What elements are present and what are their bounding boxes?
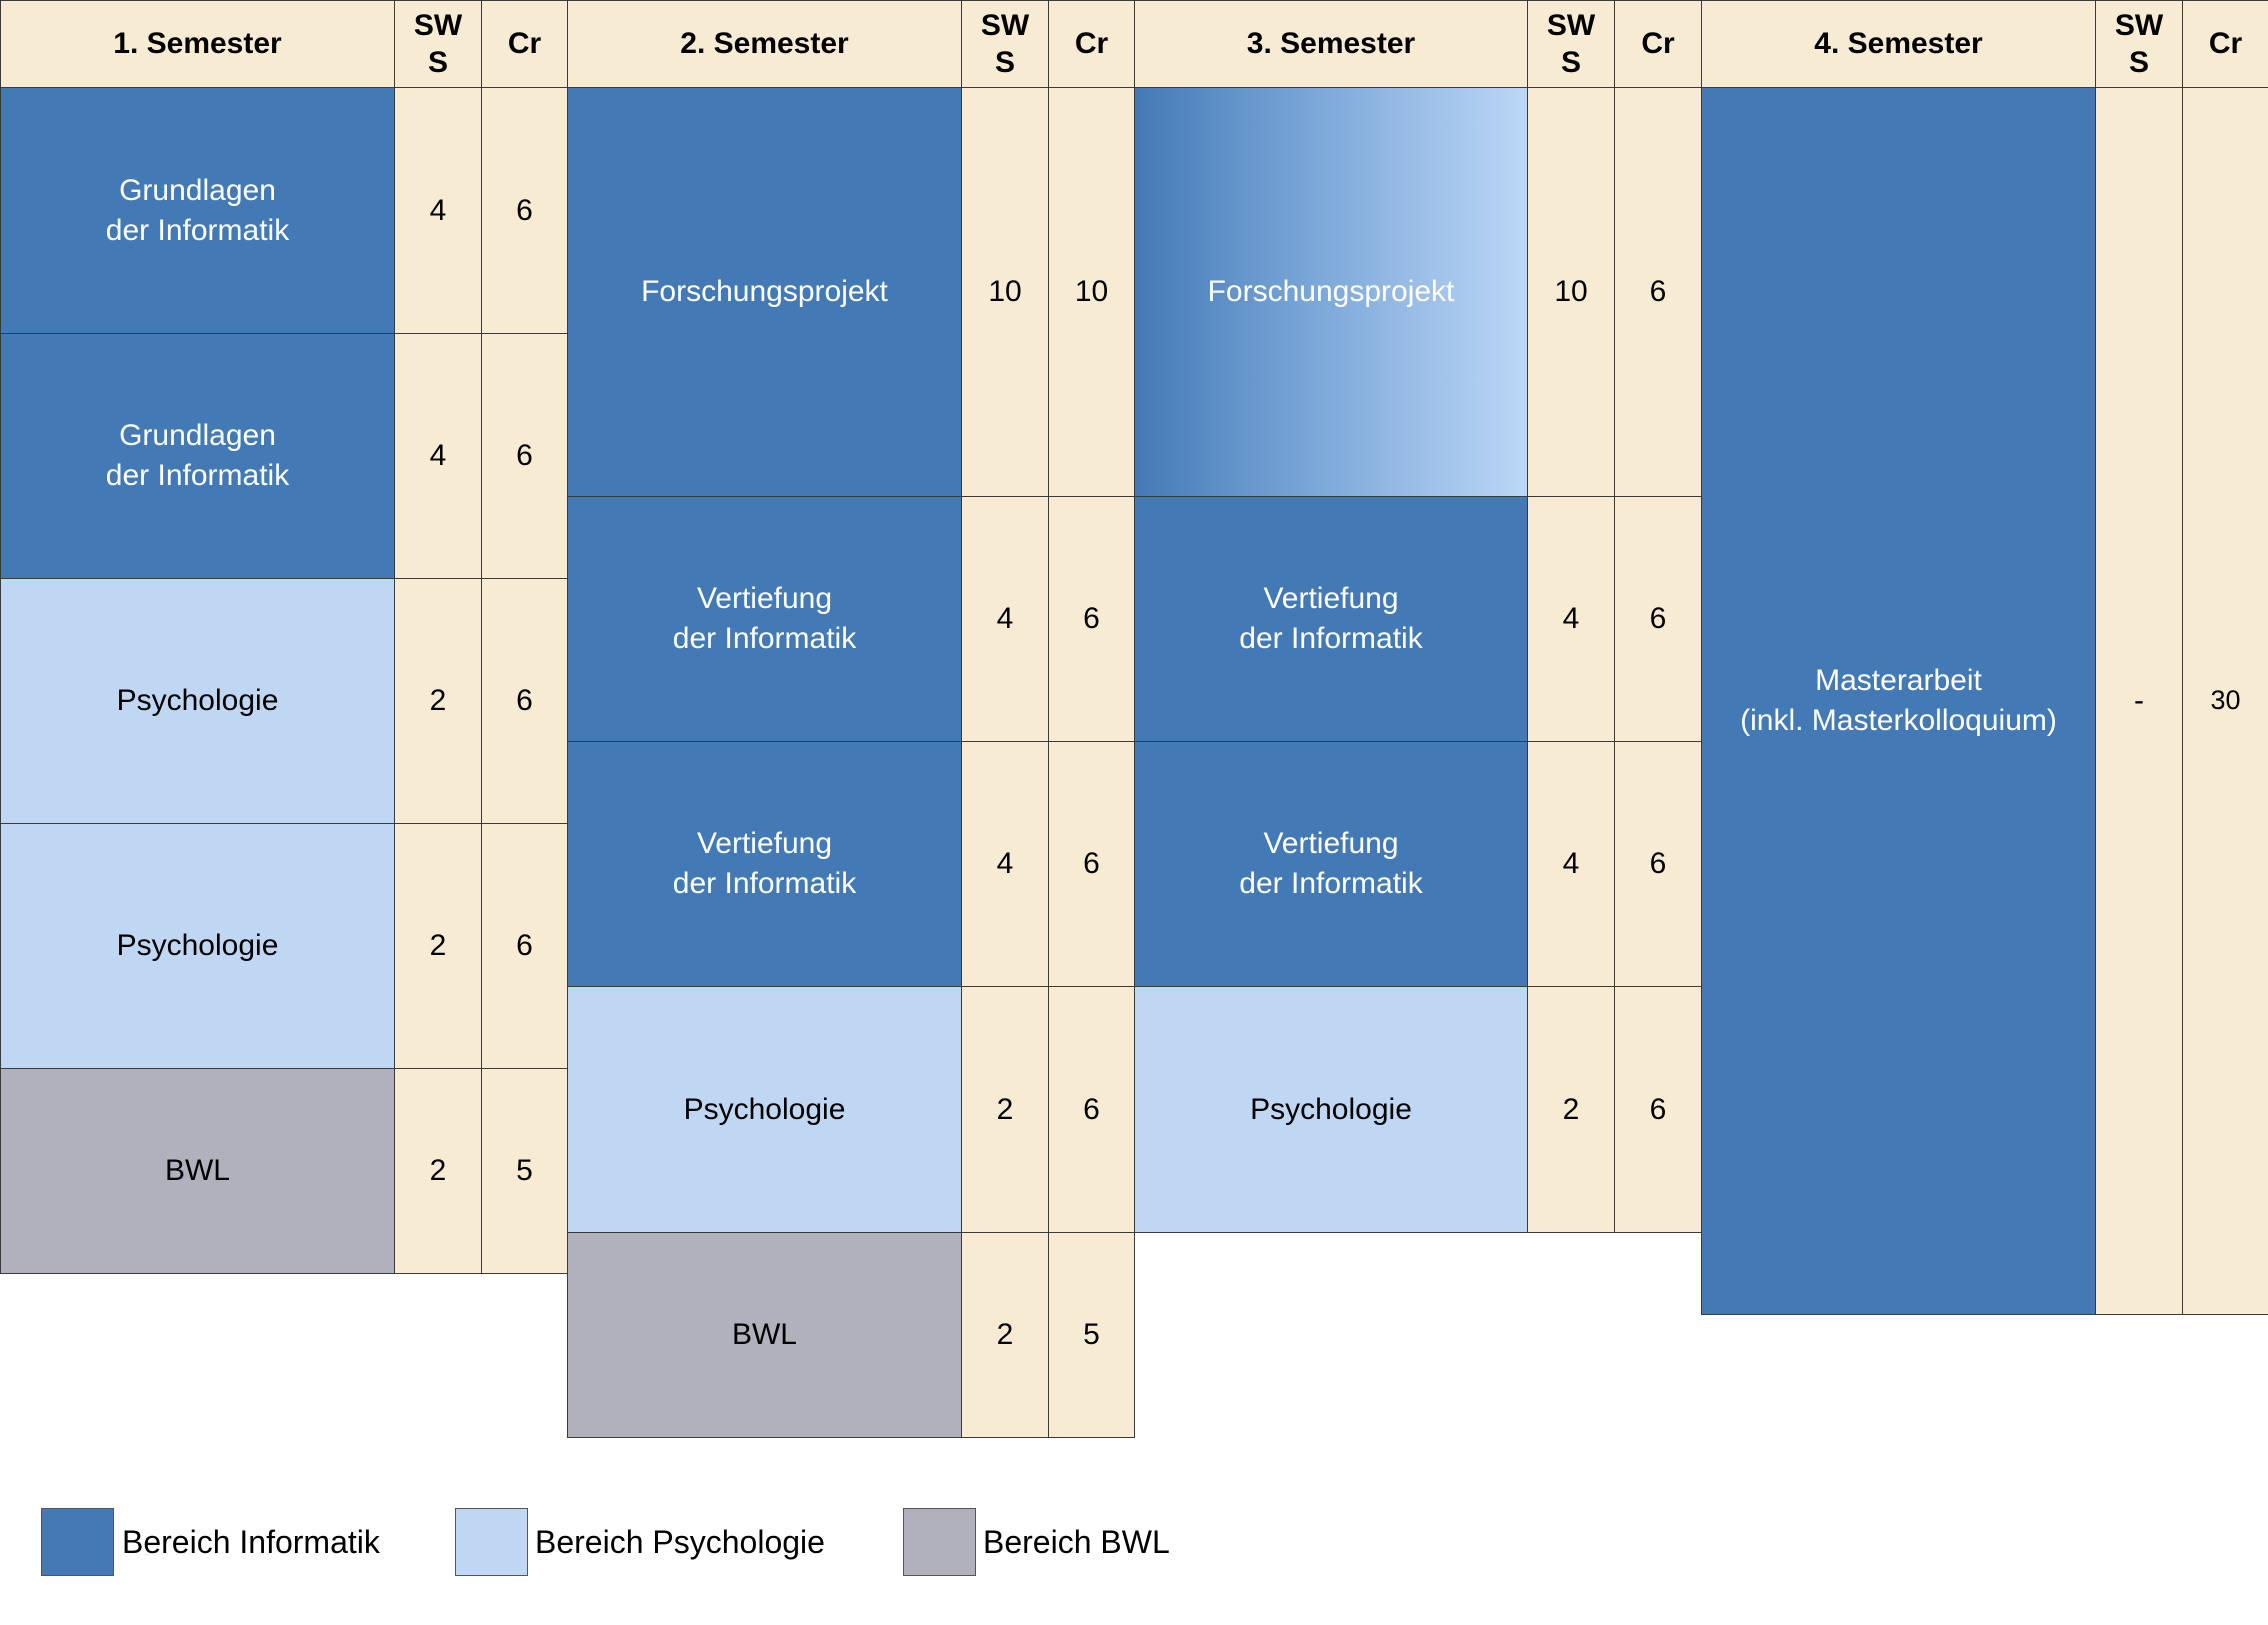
semester-3-module-3-cr: 6 (1614, 741, 1702, 987)
semester-3-module-2-cr: 6 (1614, 496, 1702, 742)
semester-1-module-3: Psychologie (0, 578, 395, 824)
semester-1-module-2: Grundlagen der Informatik (0, 333, 395, 579)
semester-1-module-3-sws: 2 (394, 578, 482, 824)
semester-2-module-3-cr: 6 (1048, 741, 1135, 987)
semester-1-module-2-sws: 4 (394, 333, 482, 579)
semester-2-module-5-cr: 5 (1048, 1232, 1135, 1438)
semester-2-module-3: Vertiefung der Informatik (567, 741, 962, 987)
semester-4-title: 4. Semester (1701, 0, 2096, 88)
semester-1-module-4-sws: 2 (394, 823, 482, 1069)
semester-4-module-1-cr: 30 (2182, 87, 2268, 1315)
semester-1-module-5-cr: 5 (481, 1068, 568, 1274)
semester-2-module-4-sws: 2 (961, 986, 1049, 1233)
semester-2-module-3-sws: 4 (961, 741, 1049, 987)
semester-3-module-2: Vertiefung der Informatik (1134, 496, 1528, 742)
legend-swatch-informatik (41, 1508, 114, 1576)
semester-1-module-5-sws: 2 (394, 1068, 482, 1274)
legend-swatch-bwl (903, 1508, 976, 1576)
semester-2-module-4: Psychologie (567, 986, 962, 1233)
semester-2-module-1-sws: 10 (961, 87, 1049, 497)
semester-3-module-4: Psychologie (1134, 986, 1528, 1233)
semester-2-module-1: Forschungsprojekt (567, 87, 962, 497)
legend-label-psychologie: Bereich Psychologie (535, 1524, 825, 1560)
semester-1-sws-header: SW S (394, 0, 482, 88)
semester-2-sws-header: SW S (961, 0, 1049, 88)
semester-3-module-3-sws: 4 (1527, 741, 1615, 987)
semester-1-module-5: BWL (0, 1068, 395, 1274)
semester-2-module-2-cr: 6 (1048, 496, 1135, 742)
semester-3-module-1-sws: 10 (1527, 87, 1615, 497)
semester-2-module-2: Vertiefung der Informatik (567, 496, 962, 742)
legend-label-bwl: Bereich BWL (983, 1524, 1170, 1560)
semester-2-module-5: BWL (567, 1232, 962, 1438)
semester-2-module-4-cr: 6 (1048, 986, 1135, 1233)
semester-1-module-1: Grundlagen der Informatik (0, 87, 395, 334)
semester-2-module-1-cr: 10 (1048, 87, 1135, 497)
semester-1-module-4-cr: 6 (481, 823, 568, 1069)
semester-1-module-4: Psychologie (0, 823, 395, 1069)
semester-4-module-1-sws: - (2095, 87, 2183, 1315)
semester-1-cr-header: Cr (481, 0, 568, 88)
semester-3-title: 3. Semester (1134, 0, 1528, 88)
legend-label-informatik: Bereich Informatik (122, 1524, 380, 1560)
semester-4-module-1: Masterarbeit (inkl. Masterkolloquium) (1701, 87, 2096, 1315)
semester-3-module-1-cr: 6 (1614, 87, 1702, 497)
semester-3-cr-header: Cr (1614, 0, 1702, 88)
semester-4-sws-header: SW S (2095, 0, 2183, 88)
semester-3-module-4-sws: 2 (1527, 986, 1615, 1233)
semester-3-sws-header: SW S (1527, 0, 1615, 88)
semester-2-module-5-sws: 2 (961, 1232, 1049, 1438)
semester-2-title: 2. Semester (567, 0, 962, 88)
semester-1-module-3-cr: 6 (481, 578, 568, 824)
semester-1-module-1-cr: 6 (481, 87, 568, 334)
legend-swatch-psychologie (455, 1508, 528, 1576)
semester-3-module-2-sws: 4 (1527, 496, 1615, 742)
semester-1-title: 1. Semester (0, 0, 395, 88)
semester-3-module-3: Vertiefung der Informatik (1134, 741, 1528, 987)
semester-3-module-4-cr: 6 (1614, 986, 1702, 1233)
semester-2-module-2-sws: 4 (961, 496, 1049, 742)
semester-4-cr-header: Cr (2182, 0, 2268, 88)
semester-2-cr-header: Cr (1048, 0, 1135, 88)
semester-3-module-1: Forschungsprojekt (1134, 87, 1528, 497)
semester-1-module-1-sws: 4 (394, 87, 482, 334)
semester-1-module-2-cr: 6 (481, 333, 568, 579)
